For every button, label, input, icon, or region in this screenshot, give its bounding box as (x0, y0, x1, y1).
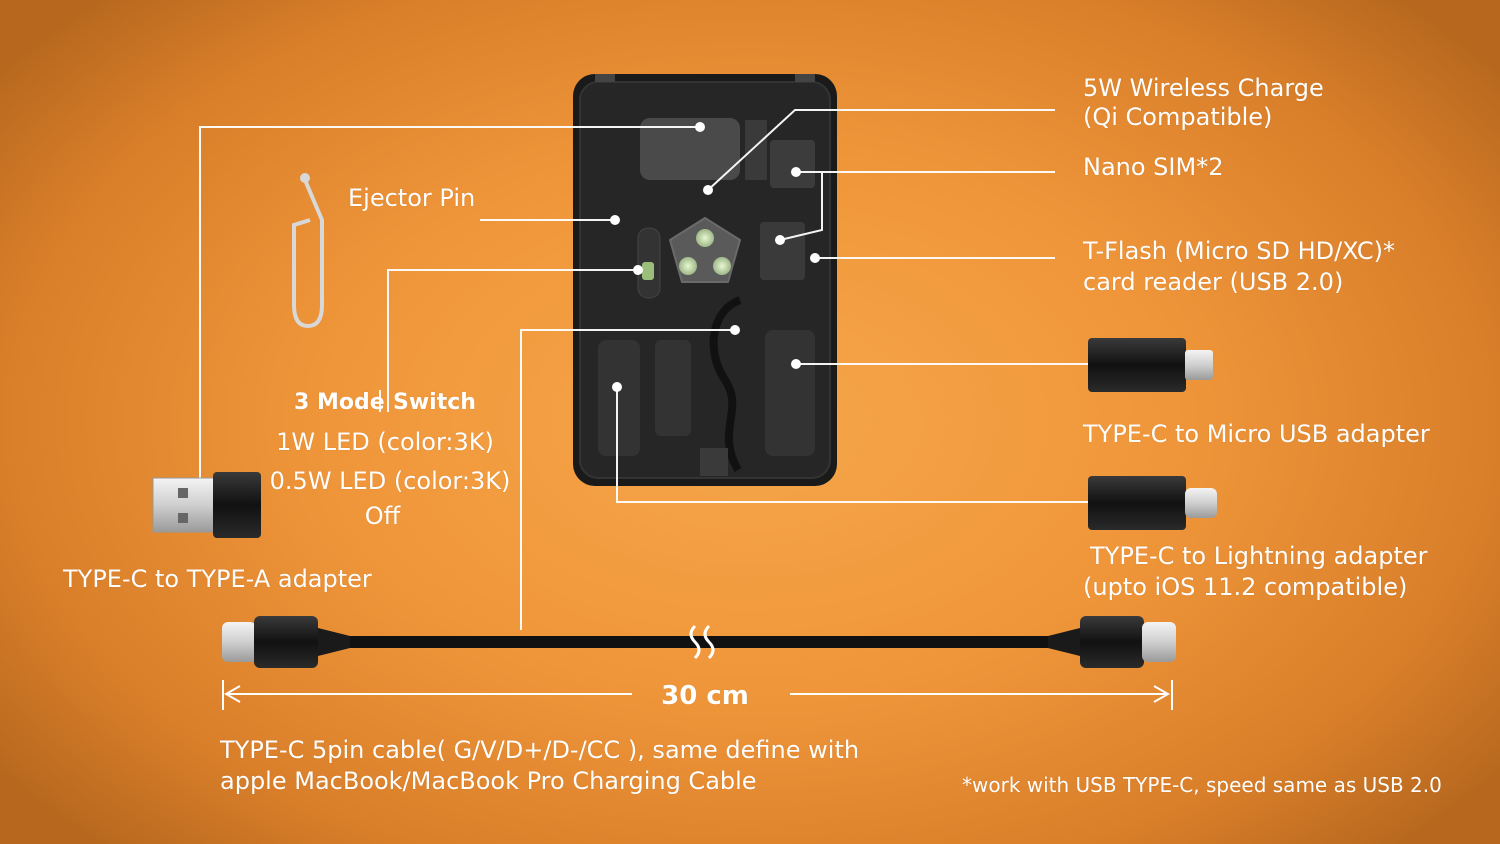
lightning-adapter-label-line2: (upto iOS 11.2 compatible) (1083, 573, 1408, 601)
usb-type-a-adapter-icon (152, 472, 261, 538)
lightning-adapter-label-line1: TYPE-C to Lightning adapter (1090, 542, 1428, 570)
ejector-pin-icon (292, 173, 324, 329)
length-dimension (222, 680, 1173, 710)
wireless-charge-label: 5W Wireless Charge (1083, 74, 1324, 102)
cable-description-line1: TYPE-C 5pin cable( G/V/D+/D-/CC ), same … (220, 736, 860, 764)
mode-1w-led: 1W LED (color:3K) (276, 428, 494, 456)
leader-lines (199, 109, 1088, 630)
lightning-adapter-icon (1088, 476, 1217, 530)
mode-05w-led: 0.5W LED (color:3K) (269, 467, 511, 495)
tflash-label-line1: T-Flash (Micro SD HD/XC)* (1083, 237, 1395, 265)
mode-switch-label-a: 3 Mode (294, 390, 385, 415)
micro-usb-adapter-icon (1088, 338, 1213, 392)
type-a-adapter-label: TYPE-C to TYPE-A adapter (63, 565, 372, 593)
cable-description-line2: apple MacBook/MacBook Pro Charging Cable (220, 767, 757, 795)
leader-dots (610, 122, 820, 392)
tflash-label-line2: card reader (USB 2.0) (1083, 268, 1344, 296)
card-device-icon (573, 74, 837, 486)
usb-c-cable-icon (222, 616, 1176, 668)
mode-off: Off (364, 502, 401, 530)
qi-compatible-label: (Qi Compatible) (1083, 103, 1273, 131)
mode-switch-label-b: Switch (393, 390, 476, 415)
cable-length-label: 30 cm (661, 681, 749, 711)
footnote: *work with USB TYPE-C, speed same as USB… (962, 773, 1442, 797)
nano-sim-label: Nano SIM*2 (1083, 153, 1224, 181)
micro-usb-adapter-label: TYPE-C to Micro USB adapter (1083, 420, 1430, 448)
ejector-pin-label: Ejector Pin (348, 184, 476, 212)
